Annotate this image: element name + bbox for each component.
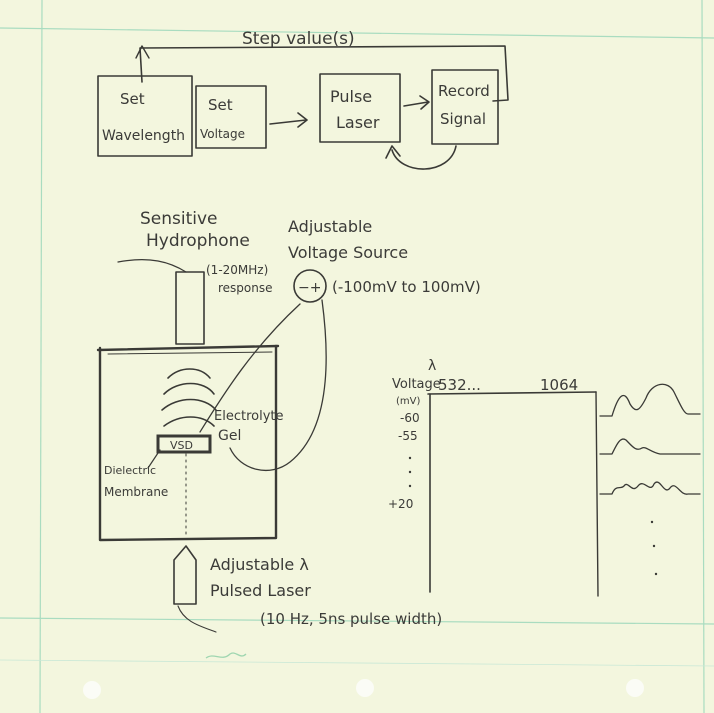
punch-hole — [356, 679, 374, 697]
pulse-laser-label-2: Laser — [336, 113, 380, 132]
electrolyte-label-1: Electrolyte — [214, 409, 283, 424]
record-signal-label-2: Signal — [440, 110, 486, 128]
response-label-2: response — [218, 281, 273, 295]
lambda-symbol: λ — [428, 358, 436, 374]
set-voltage-label-2: Voltage — [200, 127, 245, 141]
hydrophone-label-1: Sensitive — [140, 209, 218, 229]
laser-label-1: Adjustable λ — [210, 555, 309, 574]
hydrophone-label-2: Hydrophone — [146, 231, 250, 251]
lambda-start: 532... — [438, 376, 481, 394]
pulse-laser-label-1: Pulse — [330, 87, 372, 106]
loop-label: Step value(s) — [242, 29, 355, 49]
punch-hole — [626, 679, 644, 697]
vsd-label: VSD — [170, 439, 193, 452]
voltage-ellipsis — [409, 457, 411, 487]
trace-ellipsis — [651, 521, 657, 575]
laser-label-3: (10 Hz, 5ns pulse width) — [260, 610, 442, 628]
signal-traces — [600, 384, 700, 494]
acoustic-waves — [162, 369, 216, 426]
set-voltage-label-1: Set — [208, 96, 233, 114]
set-wavelength-label-2: Wavelength — [102, 128, 185, 144]
electrolyte-label-2: Gel — [218, 428, 241, 444]
voltage-value-1: -60 — [400, 411, 420, 425]
voltage-source-label-2: Voltage Source — [288, 243, 408, 262]
hydrophone — [176, 272, 204, 344]
lambda-end: 1064 — [540, 376, 578, 394]
bleed-through-mark — [206, 653, 246, 658]
set-wavelength-label-1: Set — [120, 90, 145, 108]
voltage-axis-label: Voltage — [392, 377, 441, 392]
voltage-unit-label: (mV) — [396, 396, 420, 407]
punch-hole — [83, 681, 101, 699]
response-label-1: (1-20MHz) — [206, 263, 268, 277]
laser-label-2: Pulsed Laser — [210, 581, 311, 600]
record-signal-label-1: Record — [438, 82, 490, 100]
membrane-label-2: Membrane — [104, 485, 168, 499]
pulsed-laser — [174, 546, 196, 604]
voltage-source-label-1: Adjustable — [288, 217, 372, 236]
membrane-label-1: Dielectric — [104, 464, 156, 477]
set-wavelength-box — [98, 76, 192, 156]
voltage-value-last: +20 — [388, 497, 413, 511]
voltage-source-polarity: −+ — [298, 280, 321, 296]
voltage-value-2: -55 — [398, 429, 418, 443]
voltage-range-label: (-100mV to 100mV) — [332, 278, 481, 296]
